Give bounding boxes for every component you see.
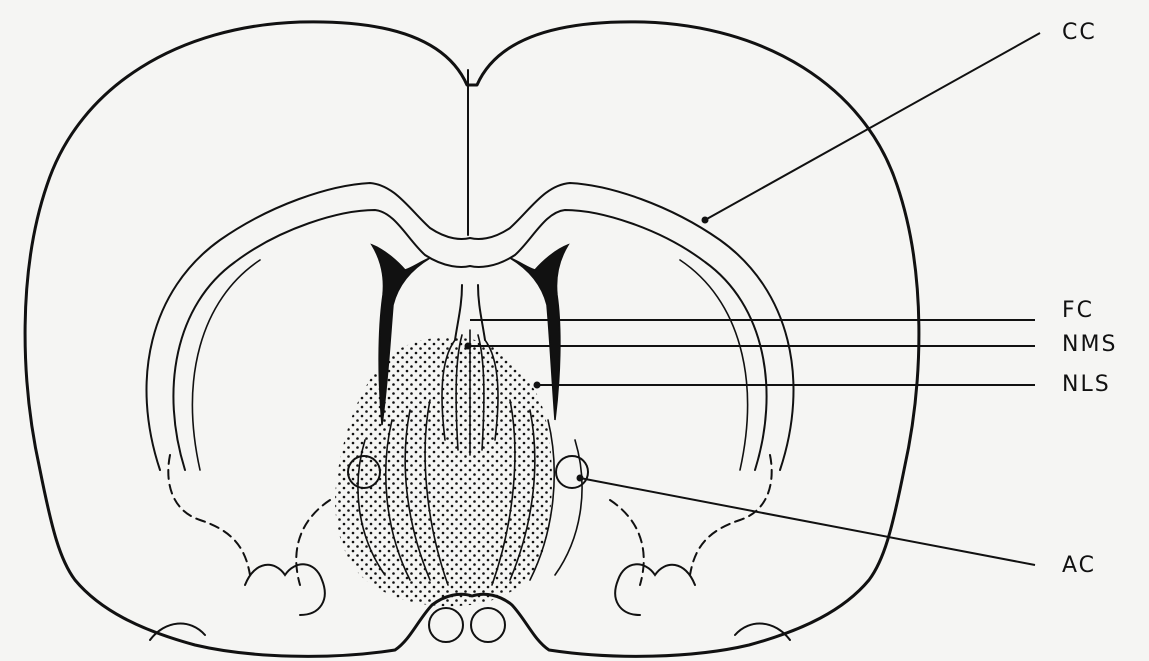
nls-leader-dot xyxy=(534,382,541,389)
cc-leader-dot xyxy=(702,217,709,224)
ac-leader-line xyxy=(580,478,1035,565)
ventral-lobe-right xyxy=(735,624,790,640)
nls-label: NLS xyxy=(1062,374,1111,396)
ventral-structure-left xyxy=(429,608,463,642)
cc-leader-line xyxy=(705,33,1040,220)
dashed-boundary-right xyxy=(690,455,772,575)
dashed-inner-left xyxy=(296,500,330,585)
external-capsule-left xyxy=(193,260,261,470)
ventral-lobe-left xyxy=(150,624,205,640)
septum-right xyxy=(478,285,485,340)
olfactory-tubercle-left xyxy=(245,564,325,615)
external-capsule-right xyxy=(680,260,748,470)
anterior-commissure-right xyxy=(556,456,588,488)
ac-label: AC xyxy=(1062,555,1096,577)
fc-label: FC xyxy=(1062,300,1094,322)
nms-leader-dot xyxy=(465,343,472,350)
dashed-boundary-left xyxy=(168,455,250,575)
dashed-inner-right xyxy=(610,500,644,585)
septum-left xyxy=(455,285,462,340)
cc-label: CC xyxy=(1062,22,1097,44)
nms-label: NMS xyxy=(1062,334,1117,356)
ac-leader-dot xyxy=(577,475,584,482)
olfactory-tubercle-right xyxy=(615,564,695,615)
ventral-structure-right xyxy=(471,608,505,642)
